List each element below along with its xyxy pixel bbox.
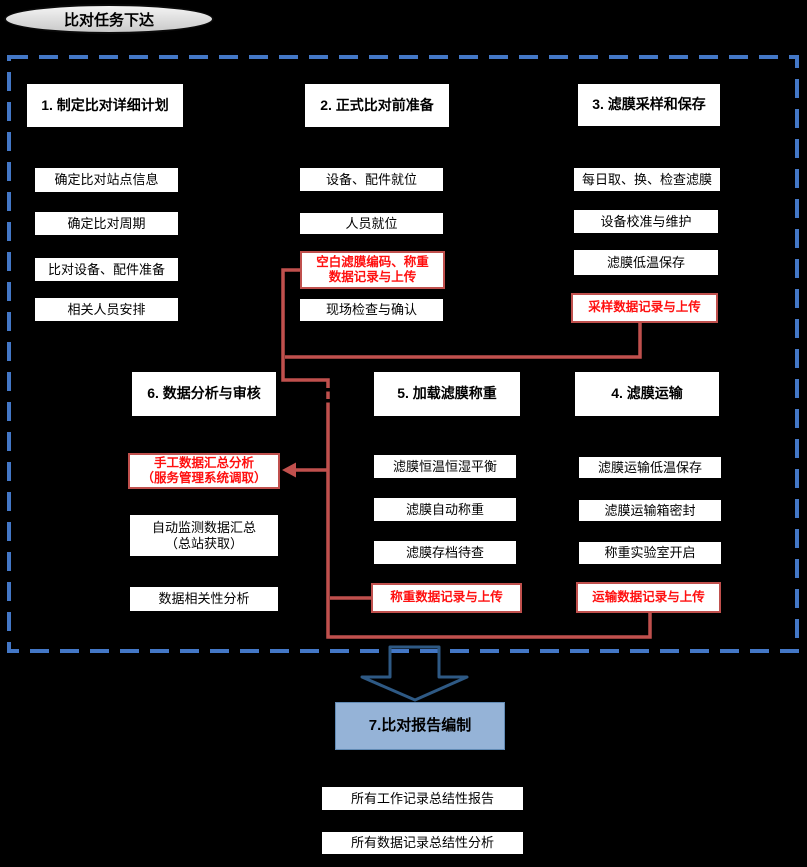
red-connector-sampling xyxy=(285,323,642,359)
step-transport-data-upload: 运输数据记录与上传 xyxy=(576,582,721,613)
step-filter-equilibration: 滤膜恒温恒湿平衡 xyxy=(372,453,518,480)
step-data-correlation-analysis: 数据相关性分析 xyxy=(128,585,280,613)
group-header-analysis-label: 6. 数据分析与审核 xyxy=(147,385,261,402)
step-label-line2: （总站获取） xyxy=(164,535,243,551)
step-label: 确定比对周期 xyxy=(67,215,146,231)
step-filter-archiving: 滤膜存档待查 xyxy=(372,539,518,566)
step-confirm-cycle: 确定比对周期 xyxy=(33,210,180,237)
block-down-arrow-icon xyxy=(360,645,469,702)
step-label: 滤膜自动称重 xyxy=(405,501,484,517)
step-weighing-lab-opening: 称重实验室开启 xyxy=(577,540,723,566)
summary-data-records-analysis: 所有数据记录总结性分析 xyxy=(320,830,525,856)
group-header-sampling: 3. 滤膜采样和保存 xyxy=(576,82,722,128)
step-label: 现场检查与确认 xyxy=(325,302,417,318)
red-arrowhead-left-icon xyxy=(282,462,296,478)
group-header-plan: 1. 制定比对详细计划 xyxy=(25,82,185,129)
step-auto-monitoring-summary: 自动监测数据汇总 （总站获取） xyxy=(128,513,280,558)
report-compilation-label: 7.比对报告编制 xyxy=(368,716,472,734)
step-filter-auto-weighing: 滤膜自动称重 xyxy=(372,496,518,523)
step-sampling-data-upload: 采样数据记录与上传 xyxy=(571,293,718,323)
step-daily-filter-check: 每日取、换、检查滤膜 xyxy=(572,166,722,193)
step-label: 所有数据记录总结性分析 xyxy=(350,835,494,851)
step-label: 数据相关性分析 xyxy=(158,591,250,607)
step-transport-box-sealing: 滤膜运输箱密封 xyxy=(577,498,723,523)
step-blank-filter-coding-upload: 空白滤膜编码、称重 数据记录与上传 xyxy=(300,251,445,289)
step-label: 采样数据记录与上传 xyxy=(588,300,701,315)
start-node-label: 比对任务下达 xyxy=(63,11,154,29)
step-personnel-arrangement: 相关人员安排 xyxy=(33,296,180,323)
step-label-line1: 手工数据汇总分析 xyxy=(153,455,254,470)
group-header-weighing: 5. 加载滤膜称重 xyxy=(372,370,522,418)
report-compilation-node: 7.比对报告编制 xyxy=(335,702,505,750)
group-header-analysis: 6. 数据分析与审核 xyxy=(130,370,278,418)
step-label: 相关人员安排 xyxy=(67,301,146,317)
step-label: 滤膜低温保存 xyxy=(606,254,685,270)
step-label: 滤膜运输低温保存 xyxy=(597,459,702,475)
step-manual-data-summary: 手工数据汇总分析 （服务管理系统调取） xyxy=(128,453,280,489)
step-equipment-preparation: 比对设备、配件准备 xyxy=(33,256,180,283)
step-label: 每日取、换、检查滤膜 xyxy=(581,171,712,187)
group-header-weighing-label: 5. 加载滤膜称重 xyxy=(397,385,497,402)
step-label: 设备、配件就位 xyxy=(325,171,417,187)
step-filter-cold-storage: 滤膜低温保存 xyxy=(572,248,720,277)
group-header-prep-label: 2. 正式比对前准备 xyxy=(320,96,434,113)
group-header-plan-label: 1. 制定比对详细计划 xyxy=(41,96,169,113)
step-label: 滤膜存档待查 xyxy=(405,544,484,560)
step-label-line1: 自动监测数据汇总 xyxy=(151,519,256,535)
step-label: 人员就位 xyxy=(345,215,398,231)
start-node-ellipse: 比对任务下达 xyxy=(4,4,214,34)
step-label: 称重实验室开启 xyxy=(604,545,696,561)
step-equipment-in-place: 设备、配件就位 xyxy=(298,166,445,193)
step-label: 滤膜运输箱密封 xyxy=(604,502,696,518)
group-header-sampling-label: 3. 滤膜采样和保存 xyxy=(592,96,706,113)
step-transport-cold-storage: 滤膜运输低温保存 xyxy=(577,455,723,480)
step-label: 比对设备、配件准备 xyxy=(47,261,165,277)
step-calibration-maintenance: 设备校准与维护 xyxy=(572,208,720,235)
group-header-transport-label: 4. 滤膜运输 xyxy=(611,385,683,402)
step-confirm-site-info: 确定比对站点信息 xyxy=(33,166,180,194)
step-label: 所有工作记录总结性报告 xyxy=(350,790,494,806)
step-weighing-data-upload: 称重数据记录与上传 xyxy=(371,583,522,613)
summary-work-records-report: 所有工作记录总结性报告 xyxy=(320,785,525,812)
step-label: 称重数据记录与上传 xyxy=(390,590,503,605)
step-label: 滤膜恒温恒湿平衡 xyxy=(392,458,497,474)
group-header-prep: 2. 正式比对前准备 xyxy=(303,82,451,129)
step-label-line2: 数据记录与上传 xyxy=(328,270,417,284)
step-label-line2: （服务管理系统调取） xyxy=(141,471,267,485)
step-label: 设备校准与维护 xyxy=(600,213,692,229)
step-label: 确定比对站点信息 xyxy=(54,172,159,188)
step-label-line1: 空白滤膜编码、称重 xyxy=(316,254,429,269)
step-personnel-in-place: 人员就位 xyxy=(298,211,445,236)
step-label: 运输数据记录与上传 xyxy=(592,589,705,604)
group-header-transport: 4. 滤膜运输 xyxy=(573,370,721,418)
step-onsite-check-confirm: 现场检查与确认 xyxy=(298,297,445,323)
